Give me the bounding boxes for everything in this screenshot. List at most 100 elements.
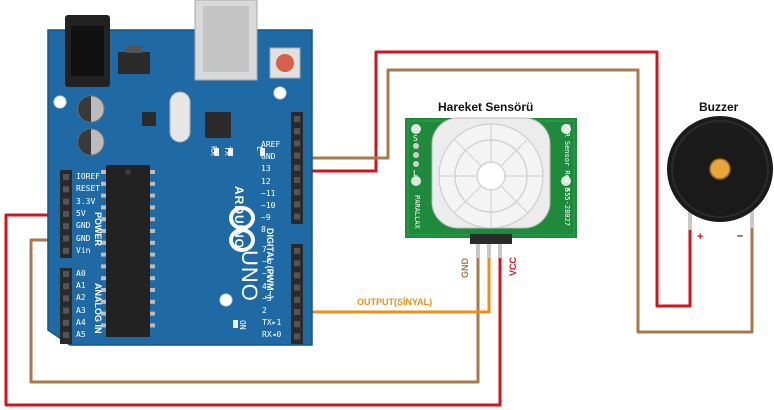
digital-pin-label: AREF [261,140,281,149]
sensor-part-number: 555-28027 [563,188,571,226]
chip-leg [150,276,155,281]
header-pin-hole [63,283,69,290]
pir-motion-sensor [405,117,577,258]
header-pin-hole [63,235,69,242]
power-pin-label: RESET [76,184,101,194]
buzzer-minus-label: – [737,230,744,242]
analog-pin-label: A0 [76,269,86,278]
dc-power-jack-inner [71,26,104,76]
sensor-pin-vcc [498,244,502,258]
atmega-chip-pins [101,170,155,328]
digital-pin-label: 13 [261,164,271,174]
wire-pin13-to-buzzer-plus [296,50,692,308]
wire-gnd-to-sensor-gnd [29,238,480,384]
digital-pin-label: 8 [261,225,266,235]
digital-pin-label: TX▸1 [262,318,282,328]
chip-leg [150,264,155,269]
digital-pin-label: 4 [262,281,267,291]
header-pin-hole [63,210,69,217]
header-pin-hole [294,296,300,303]
wire-pin2-to-output [296,253,491,314]
mount-hole [53,95,67,109]
chip-leg [101,229,106,233]
chip-leg [101,288,106,292]
sensor-pcb-hole [411,124,421,134]
chip-leg [150,205,155,210]
header-pin-hole [294,140,300,147]
chip-leg [101,323,106,328]
buzzer-core [709,158,731,180]
header-pin-hole [294,213,300,220]
analog-pin-label: A1 [76,281,86,291]
power-pin-label: 5V [76,208,86,218]
analog-pin-label: A4 [76,317,86,327]
wire-gnd-to-buzzer-minus [296,68,754,334]
sensor-brand-label: PARALLAX [413,195,421,229]
header-pin-hole [63,186,69,193]
chip-notch [125,169,131,175]
l-led [260,148,265,156]
chip-leg [101,252,106,257]
chip-leg [150,170,155,174]
chip-leg [101,217,106,222]
chip-leg [101,170,106,174]
chip-leg [150,229,155,233]
chip-leg [150,217,155,222]
rx-led [214,148,219,156]
digital-pin-label: 12 [261,176,271,186]
usb-port-inner [203,6,249,72]
facet-line [453,185,482,214]
power-header-label: POWER [93,212,103,247]
header-pin-hole [294,152,300,159]
sensor-l-label: L [413,169,418,178]
header-pin-hole [63,174,69,180]
analog-header-label: ANALOG IN [93,283,103,334]
header-pin-hole [63,319,69,326]
header-pin-hole [294,116,300,122]
wire-5v-to-vcc [4,213,502,407]
buzzer-plus-label: + [697,231,704,243]
digital-header-bottom [291,244,303,344]
sensor-title: Hareket Sensörü [438,100,534,114]
digital-pin-label: 7 [262,245,267,254]
capacitor-band [78,129,91,155]
header-pin-hole [294,164,300,171]
power-pin-label: IOREF [76,172,101,181]
sensor-gnd-label: GND [460,258,470,278]
chip-leg [150,323,155,328]
header-pin-hole [294,260,300,267]
sensor-rev-label: PIR Sensor Rev B [563,124,571,192]
usb-chip [205,112,231,138]
header-pin-hole [63,295,69,302]
crystal-oscillator [169,91,191,143]
facet-line [500,138,529,167]
chip-leg [101,240,106,245]
chip-leg [101,264,106,269]
sensor-pin-header [470,234,512,244]
buzzer-ring [671,120,769,218]
chip-leg [101,205,106,210]
header-pin-hole [63,198,69,205]
header-pin-hole [63,223,69,230]
chip-leg [101,276,106,281]
header-pin-hole [294,201,300,208]
digital-pin-label: ~6 [262,257,272,267]
on-led [233,320,238,328]
mount-hole [219,293,233,307]
sensor-indicator [413,152,419,158]
arduino-brand: ARDUINO [232,186,246,249]
sensor-s-label: S [413,134,418,143]
on-led-label: ON [238,320,247,330]
chip-leg [101,193,106,198]
header-pin-hole [294,284,300,291]
header-pin-hole [294,333,300,340]
chip-leg [101,299,106,304]
wires [4,50,754,407]
voltage-regulator [118,52,150,74]
facet-line [453,138,482,167]
header-pin-hole [294,309,300,315]
arduino-uno-board [47,0,313,346]
power-pin-label: 3.3V [76,196,96,206]
reset-button-cap [276,54,294,72]
